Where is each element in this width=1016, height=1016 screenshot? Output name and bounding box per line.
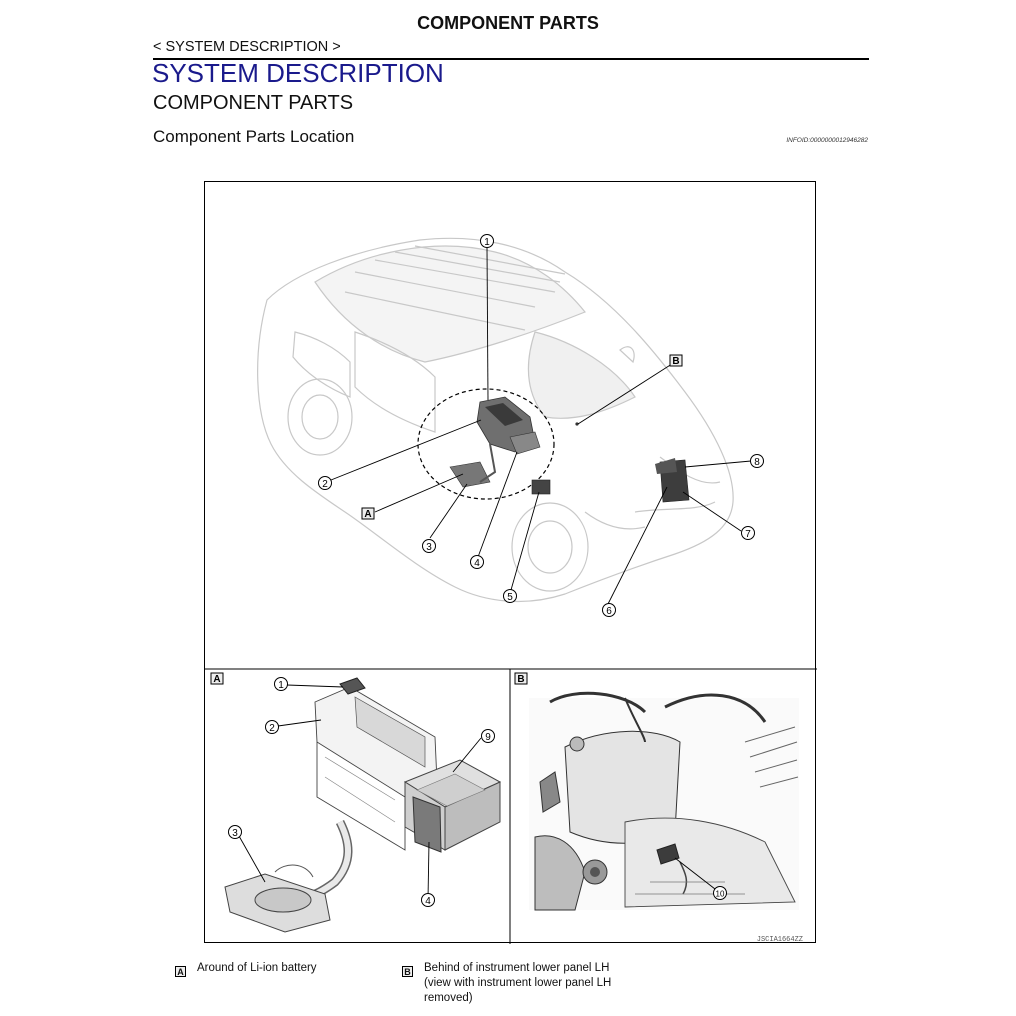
callout-b-10: 10 — [713, 886, 727, 900]
legend-text-a: Around of Li-ion battery — [197, 962, 317, 974]
callout-1: 1 — [480, 234, 494, 248]
svg-text:1: 1 — [278, 680, 284, 691]
svg-text:5: 5 — [507, 592, 513, 603]
callout-4: 4 — [470, 555, 484, 569]
legend-text-b-line1: Behind of instrument lower panel LH — [424, 962, 610, 974]
callout-7: 7 — [741, 526, 755, 540]
svg-text:B: B — [672, 356, 679, 367]
page-header-title: COMPONENT PARTS — [417, 13, 599, 33]
legend-key-a: A — [175, 966, 186, 977]
section-heading: Component Parts Location — [153, 127, 355, 146]
breadcrumb[interactable]: < SYSTEM DESCRIPTION > — [153, 39, 341, 55]
section-subtitle: COMPONENT PARTS — [153, 92, 354, 114]
legend-text-b-line2: (view with instrument lower panel LH — [424, 977, 612, 989]
svg-text:A: A — [213, 674, 220, 685]
callout-3: 3 — [422, 539, 436, 553]
component-location-figure: 1 2 3 4 5 6 7 8 A B A 1 2 — [204, 181, 817, 944]
svg-text:B: B — [517, 674, 524, 685]
battery-assembly-detail — [224, 677, 502, 933]
vehicle-illustration — [257, 237, 734, 603]
svg-text:4: 4 — [425, 896, 431, 907]
view-label-b: B — [669, 354, 683, 367]
figure-code: JSCIA1664ZZ — [757, 936, 803, 944]
component-5-shape — [531, 479, 551, 495]
figure-illustration: 1 2 3 4 5 6 7 8 A B A 1 2 — [205, 234, 817, 944]
detail-area-circle — [417, 388, 555, 500]
callout-a-2: 2 — [265, 720, 279, 734]
callout-8: 8 — [750, 454, 764, 468]
svg-text:3: 3 — [426, 542, 432, 553]
component-6-7-8-shape — [655, 458, 690, 503]
svg-text:4: 4 — [474, 558, 480, 569]
callout-5: 5 — [503, 589, 517, 603]
callout-a-4: 4 — [421, 893, 435, 907]
view-label-b-panel: B — [514, 672, 528, 685]
view-label-a: A — [361, 507, 375, 520]
svg-text:1: 1 — [484, 237, 490, 248]
callout-2: 2 — [318, 476, 332, 490]
callout-a-3: 3 — [228, 825, 242, 839]
svg-text:7: 7 — [745, 529, 751, 540]
svg-text:9: 9 — [485, 732, 491, 743]
callout-6: 6 — [602, 603, 616, 617]
header-rule — [153, 58, 869, 60]
svg-text:2: 2 — [322, 479, 328, 490]
svg-text:A: A — [364, 509, 371, 520]
callout-a-9: 9 — [481, 729, 495, 743]
svg-text:6: 6 — [606, 606, 612, 617]
info-id: INFOID:0000000012946282 — [786, 137, 868, 144]
callout-a-1: 1 — [274, 677, 288, 691]
svg-text:8: 8 — [754, 457, 760, 468]
section-title: SYSTEM DESCRIPTION — [152, 58, 444, 88]
legend-text-b: Behind of instrument lower panel LH (vie… — [424, 961, 611, 1006]
svg-text:3: 3 — [232, 828, 238, 839]
svg-text:2: 2 — [269, 723, 275, 734]
svg-text:10: 10 — [716, 890, 725, 899]
view-label-a-panel: A — [210, 672, 224, 685]
battery-assembly-small — [449, 396, 541, 488]
legend-text-b-line3: removed) — [424, 992, 473, 1004]
legend-key-b: B — [402, 966, 413, 977]
instrument-panel-detail — [529, 691, 799, 911]
